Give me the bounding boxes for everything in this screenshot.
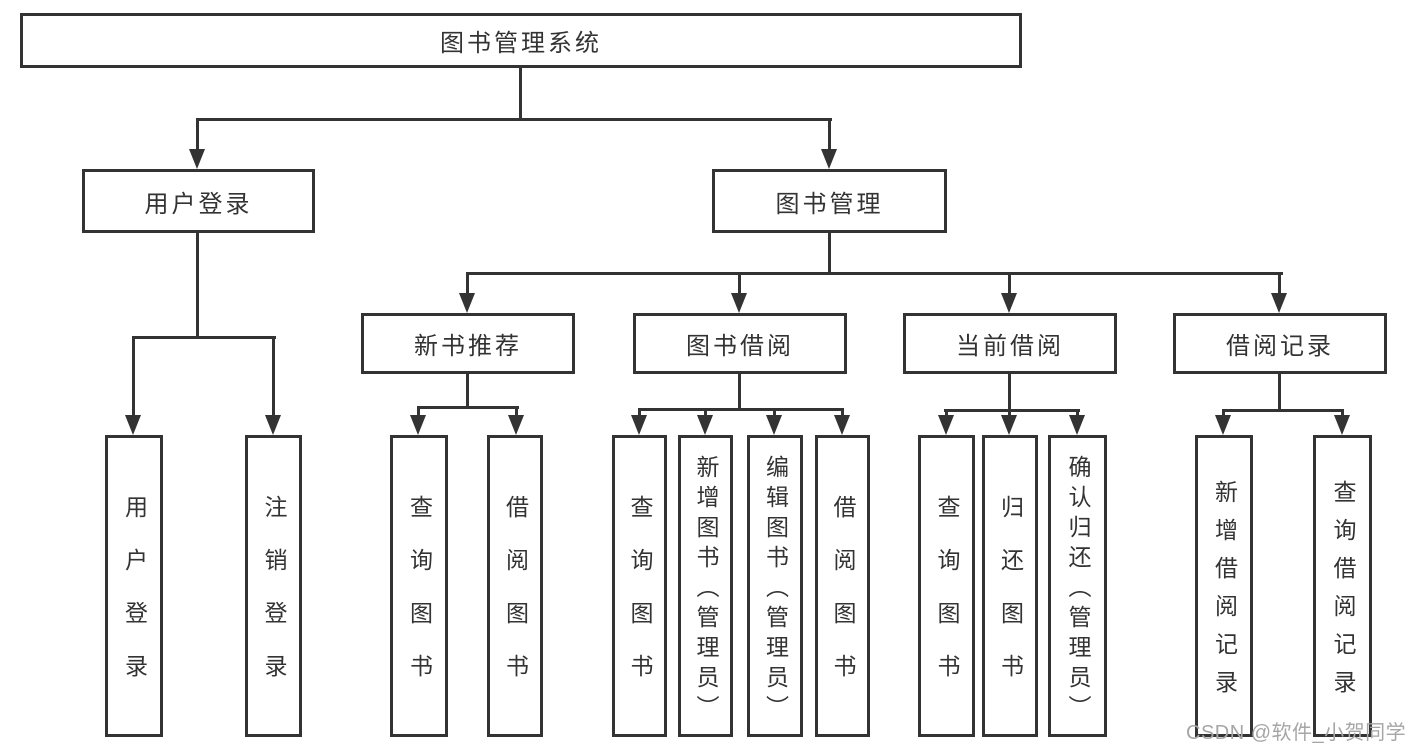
connector-line (944, 409, 1080, 412)
arrow-down-icon (1001, 293, 1017, 313)
watermark-text: CSDN @软件_小贺同学 (1186, 722, 1405, 744)
leaf-borrow-books-2: 借阅图书 (815, 435, 870, 737)
connector-line (196, 118, 832, 121)
arrow-down-icon (1215, 415, 1231, 435)
arrow-down-icon (189, 149, 205, 169)
arrow-down-icon (821, 149, 837, 169)
arrow-down-icon (508, 415, 524, 435)
node-book-management: 图书管理 (712, 169, 947, 233)
arrow-down-icon (459, 293, 475, 313)
leaf-query-borrow-record: 查询借阅记录 (1313, 435, 1372, 737)
node-current-borrowing: 当前借阅 (903, 313, 1117, 374)
connector-line (272, 338, 275, 416)
connector-line (945, 411, 948, 418)
connector-line (1008, 372, 1011, 412)
node-book-borrowing: 图书借阅 (633, 313, 847, 374)
leaf-logout: 注销登录 (245, 435, 302, 737)
arrow-down-icon (1069, 415, 1085, 435)
arrow-down-icon (938, 415, 954, 435)
leaf-add-books-admin: 新增图书（管理员） (678, 435, 733, 737)
arrow-down-icon (125, 415, 141, 435)
connector-line (466, 272, 1283, 275)
connector-line (1341, 411, 1344, 418)
connector-line (515, 408, 518, 418)
arrow-down-icon (631, 415, 647, 435)
arrow-down-icon (1001, 415, 1017, 435)
leaf-query-books-3: 查询图书 (918, 435, 975, 737)
connector-line (638, 410, 641, 418)
connector-line (738, 274, 741, 295)
connector-line (773, 410, 776, 418)
connector-line (704, 410, 707, 418)
connector-line (196, 120, 199, 150)
leaf-query-books-1: 查询图书 (390, 435, 448, 737)
arrow-down-icon (731, 293, 747, 313)
connector-line (1278, 372, 1281, 412)
arrow-down-icon (1334, 415, 1350, 435)
arrow-down-icon (410, 415, 426, 435)
connector-line (1222, 409, 1344, 412)
leaf-return-books: 归还图书 (982, 435, 1038, 737)
leaf-borrow-books-1: 借阅图书 (487, 435, 543, 737)
leaf-user-login: 用户登录 (105, 435, 163, 737)
node-user-login: 用户登录 (82, 169, 315, 233)
leaf-add-borrow-record: 新增借阅记录 (1195, 435, 1253, 737)
connector-line (1076, 411, 1079, 418)
connector-line (1278, 274, 1281, 295)
connector-line (828, 120, 831, 150)
leaf-query-books-2: 查询图书 (612, 435, 667, 737)
arrow-down-icon (1271, 293, 1287, 313)
leaf-edit-books-admin: 编辑图书（管理员） (747, 435, 803, 737)
arrow-down-icon (265, 415, 281, 435)
arrow-down-icon (766, 415, 782, 435)
connector-line (466, 372, 469, 409)
node-new-book-recommendation: 新书推荐 (361, 313, 575, 374)
connector-line (132, 338, 135, 416)
arrow-down-icon (834, 415, 850, 435)
connector-line (519, 66, 522, 120)
node-borrowing-records: 借阅记录 (1173, 313, 1387, 374)
connector-line (417, 408, 420, 418)
connector-line (196, 231, 199, 338)
connector-line (841, 410, 844, 418)
leaf-confirm-return-admin: 确认归还（管理员） (1048, 435, 1107, 737)
arrow-down-icon (697, 415, 713, 435)
connector-line (828, 231, 831, 274)
connector-line (466, 274, 469, 295)
connector-line (132, 336, 276, 339)
connector-line (738, 372, 741, 411)
connector-line (638, 408, 844, 411)
connector-line (1222, 411, 1225, 418)
connector-line (1008, 411, 1011, 418)
node-library-management-system: 图书管理系统 (20, 13, 1022, 68)
connector-line (1008, 274, 1011, 295)
connector-line (417, 406, 519, 409)
